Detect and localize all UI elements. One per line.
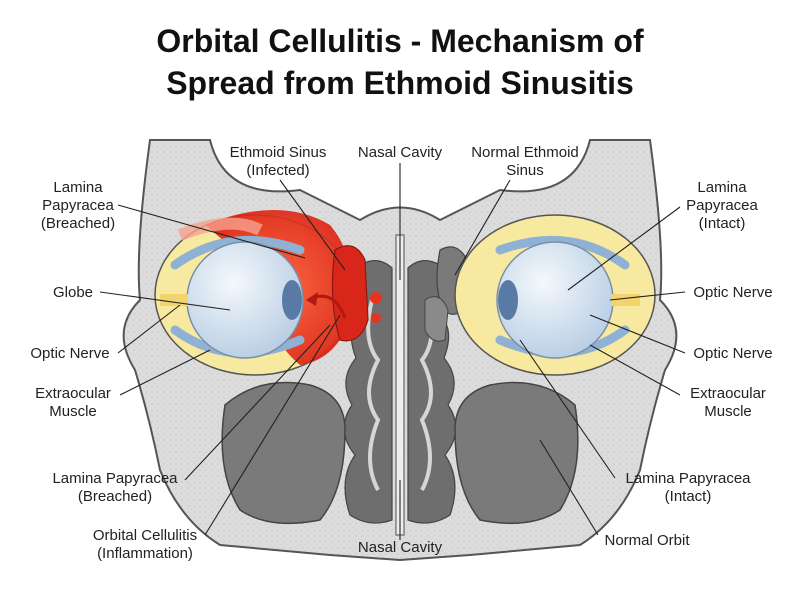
label-optic-nerve-left: Optic Nerve — [30, 345, 109, 362]
label-lamina-breached-top-line-3: (Breached) — [41, 215, 115, 232]
label-lamina-intact-bottom-line-2: (Intact) — [665, 488, 712, 505]
label-lamina-intact-bottom: Lamina Papyracea(Intact) — [625, 470, 751, 505]
label-lamina-breached-top-line-1: Lamina — [53, 179, 103, 196]
label-optic-nerve-right-upper-line-1: Optic Nerve — [693, 284, 772, 301]
label-globe: Globe — [53, 284, 93, 301]
leader-lines — [99, 163, 686, 540]
label-normal-ethmoid-line-2: Sinus — [506, 162, 544, 179]
label-optic-nerve-right-lower: Optic Nerve — [693, 345, 772, 362]
label-orbital-cellulitis: Orbital Cellulitis(Inflammation) — [93, 527, 197, 562]
label-lamina-breached-bottom-line-2: (Breached) — [78, 488, 152, 505]
label-nasal-cavity-bottom: Nasal Cavity — [358, 539, 443, 556]
maxillary-sinus-left — [221, 381, 346, 525]
label-nasal-cavity-bottom-line-1: Nasal Cavity — [358, 539, 443, 556]
label-normal-ethmoid-line-1: Normal Ethmoid — [471, 144, 579, 161]
label-optic-nerve-left-line-1: Optic Nerve — [30, 345, 109, 362]
maxillary-sinus-right — [454, 381, 579, 525]
label-lamina-intact-top-line-2: Papyracea — [686, 197, 758, 214]
label-ethmoid-infected-line-2: (Infected) — [246, 162, 309, 179]
label-globe-line-1: Globe — [53, 284, 93, 301]
label-extraocular-left-line-2: Muscle — [49, 403, 97, 420]
label-extraocular-right-line-1: Extraocular — [690, 385, 766, 402]
label-lamina-breached-bottom-line-1: Lamina Papyracea — [52, 470, 178, 487]
label-lamina-intact-bottom-line-1: Lamina Papyracea — [625, 470, 751, 487]
label-extraocular-right-line-2: Muscle — [704, 403, 752, 420]
right-orbit-normal — [454, 214, 656, 376]
label-lamina-intact-top-line-1: Lamina — [697, 179, 747, 196]
label-lamina-breached-bottom: Lamina Papyracea(Breached) — [52, 470, 178, 505]
label-optic-nerve-right-upper: Optic Nerve — [693, 284, 772, 301]
label-ethmoid-infected: Ethmoid Sinus(Infected) — [230, 144, 327, 179]
title-line-1: Orbital Cellulitis - Mechanism of — [156, 23, 644, 59]
label-nasal-cavity-top: Nasal Cavity — [358, 144, 443, 161]
label-nasal-cavity-top-line-1: Nasal Cavity — [358, 144, 443, 161]
label-orbital-cellulitis-line-2: (Inflammation) — [97, 545, 193, 562]
label-orbital-cellulitis-line-1: Orbital Cellulitis — [93, 527, 197, 544]
label-normal-orbit: Normal Orbit — [604, 532, 690, 549]
title-line-2: Spread from Ethmoid Sinusitis — [166, 65, 634, 101]
label-lamina-intact-top-line-3: (Intact) — [699, 215, 746, 232]
infected-ethmoid-sinus — [331, 245, 369, 342]
left-orbit-infected — [154, 210, 382, 376]
label-lamina-breached-top-line-2: Papyracea — [42, 197, 114, 214]
label-normal-orbit-line-1: Normal Orbit — [604, 532, 690, 549]
label-optic-nerve-right-lower-line-1: Optic Nerve — [693, 345, 772, 362]
label-ethmoid-infected-line-1: Ethmoid Sinus — [230, 144, 327, 161]
label-extraocular-left-line-1: Extraocular — [35, 385, 111, 402]
